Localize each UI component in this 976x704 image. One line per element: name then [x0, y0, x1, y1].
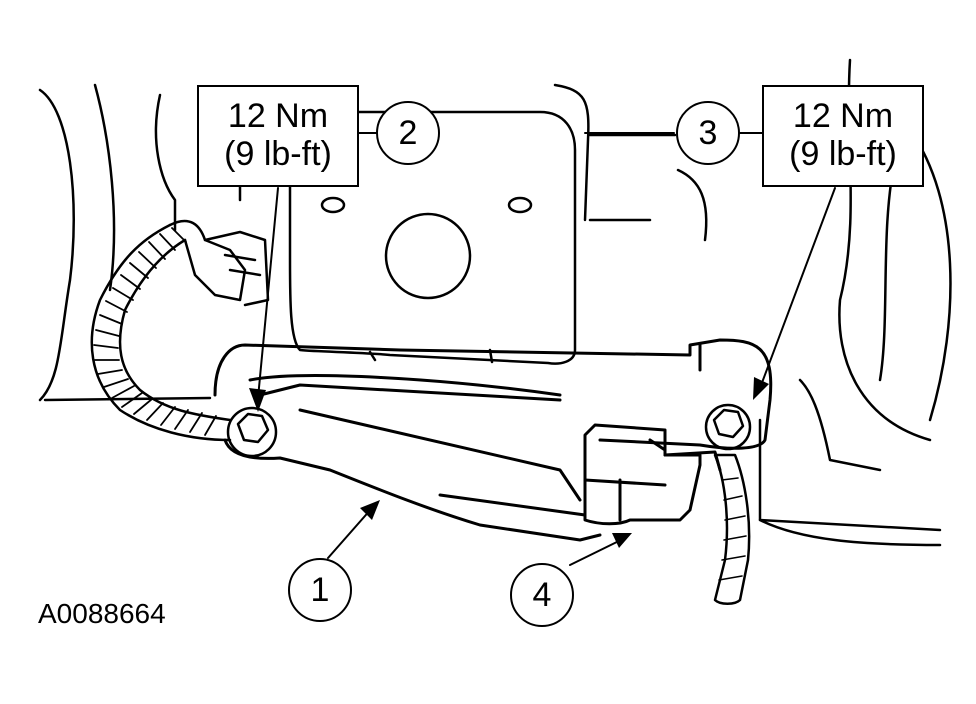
torque-lbft-right: (9 lb-ft)	[789, 135, 897, 173]
callout-4-number: 4	[532, 575, 552, 614]
torque-label-right: 12 Nm (9 lb-ft)	[762, 85, 924, 187]
right-bolt	[704, 403, 752, 451]
callout-3: 3	[676, 101, 740, 165]
callout-2-number: 2	[398, 113, 418, 152]
callout-1-number: 1	[310, 570, 330, 609]
callout-4: 4	[510, 563, 574, 627]
callout-1: 1	[288, 558, 352, 622]
torque-lbft-left: (9 lb-ft)	[224, 135, 332, 173]
callout-2: 2	[376, 101, 440, 165]
callout-3-number: 3	[698, 113, 718, 152]
pigtail-wire	[713, 453, 751, 605]
left-bolt	[226, 406, 278, 458]
torque-nm-left: 12 Nm	[227, 97, 329, 135]
torque-nm-right: 12 Nm	[792, 97, 894, 135]
leader-arrowheads	[249, 377, 769, 548]
figure-id: A0088664	[38, 598, 166, 629]
sensor-bracket	[213, 338, 773, 542]
left-body-panel	[38, 83, 212, 402]
wiring-harness	[90, 219, 270, 442]
torque-label-left: 12 Nm (9 lb-ft)	[197, 85, 359, 187]
leader-lines	[257, 132, 836, 566]
